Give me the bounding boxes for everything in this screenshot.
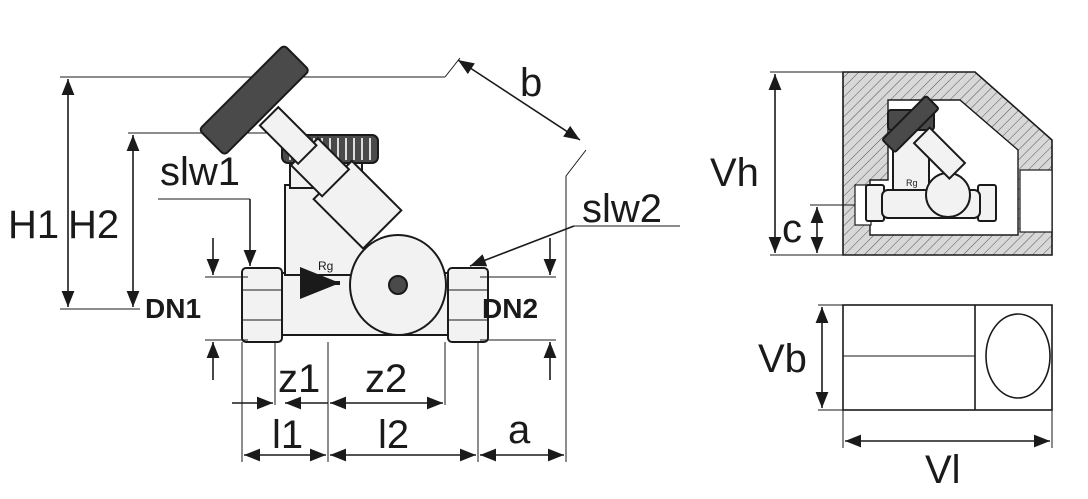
h1-label: H1 (8, 203, 59, 247)
c-label: c (782, 207, 802, 251)
h2-label: H2 (68, 203, 119, 247)
mini-handwheel (882, 95, 939, 153)
b-dimension-line (457, 59, 581, 141)
flow-symbol-icon (388, 275, 408, 295)
left-union-nut (241, 267, 283, 343)
vl-label: Vl (925, 448, 961, 492)
l1-label: l1 (272, 413, 303, 457)
mini-chamber (925, 172, 971, 218)
b-label: b (520, 61, 542, 105)
dn2-label: DN2 (482, 293, 538, 324)
z2-label: z2 (365, 357, 407, 401)
insulation-handle-opening (985, 313, 1051, 399)
slw2-leader-arrow (469, 225, 575, 267)
insulation-top-view: Vb Vl (758, 304, 1053, 492)
angled-spindle (258, 105, 318, 166)
vb-label: Vb (758, 337, 807, 381)
insulation-side-view: Rg Vh c (710, 71, 1053, 256)
dn1-label: DN1 (145, 293, 201, 324)
l2-label: l2 (378, 413, 409, 457)
flow-direction-label: Rg (318, 259, 333, 273)
z1-label: z1 (278, 357, 320, 401)
vh-label: Vh (710, 151, 759, 195)
mini-angled-stem (912, 126, 967, 180)
slw1-label: slw1 (160, 150, 240, 194)
mini-flow-label: Rg (906, 178, 918, 188)
a-label: a (508, 408, 531, 452)
handwheel (199, 45, 309, 155)
right-union-nut (447, 267, 489, 343)
valve-side-view: Rg H1 (8, 45, 680, 462)
slw2-label: slw2 (582, 187, 662, 231)
